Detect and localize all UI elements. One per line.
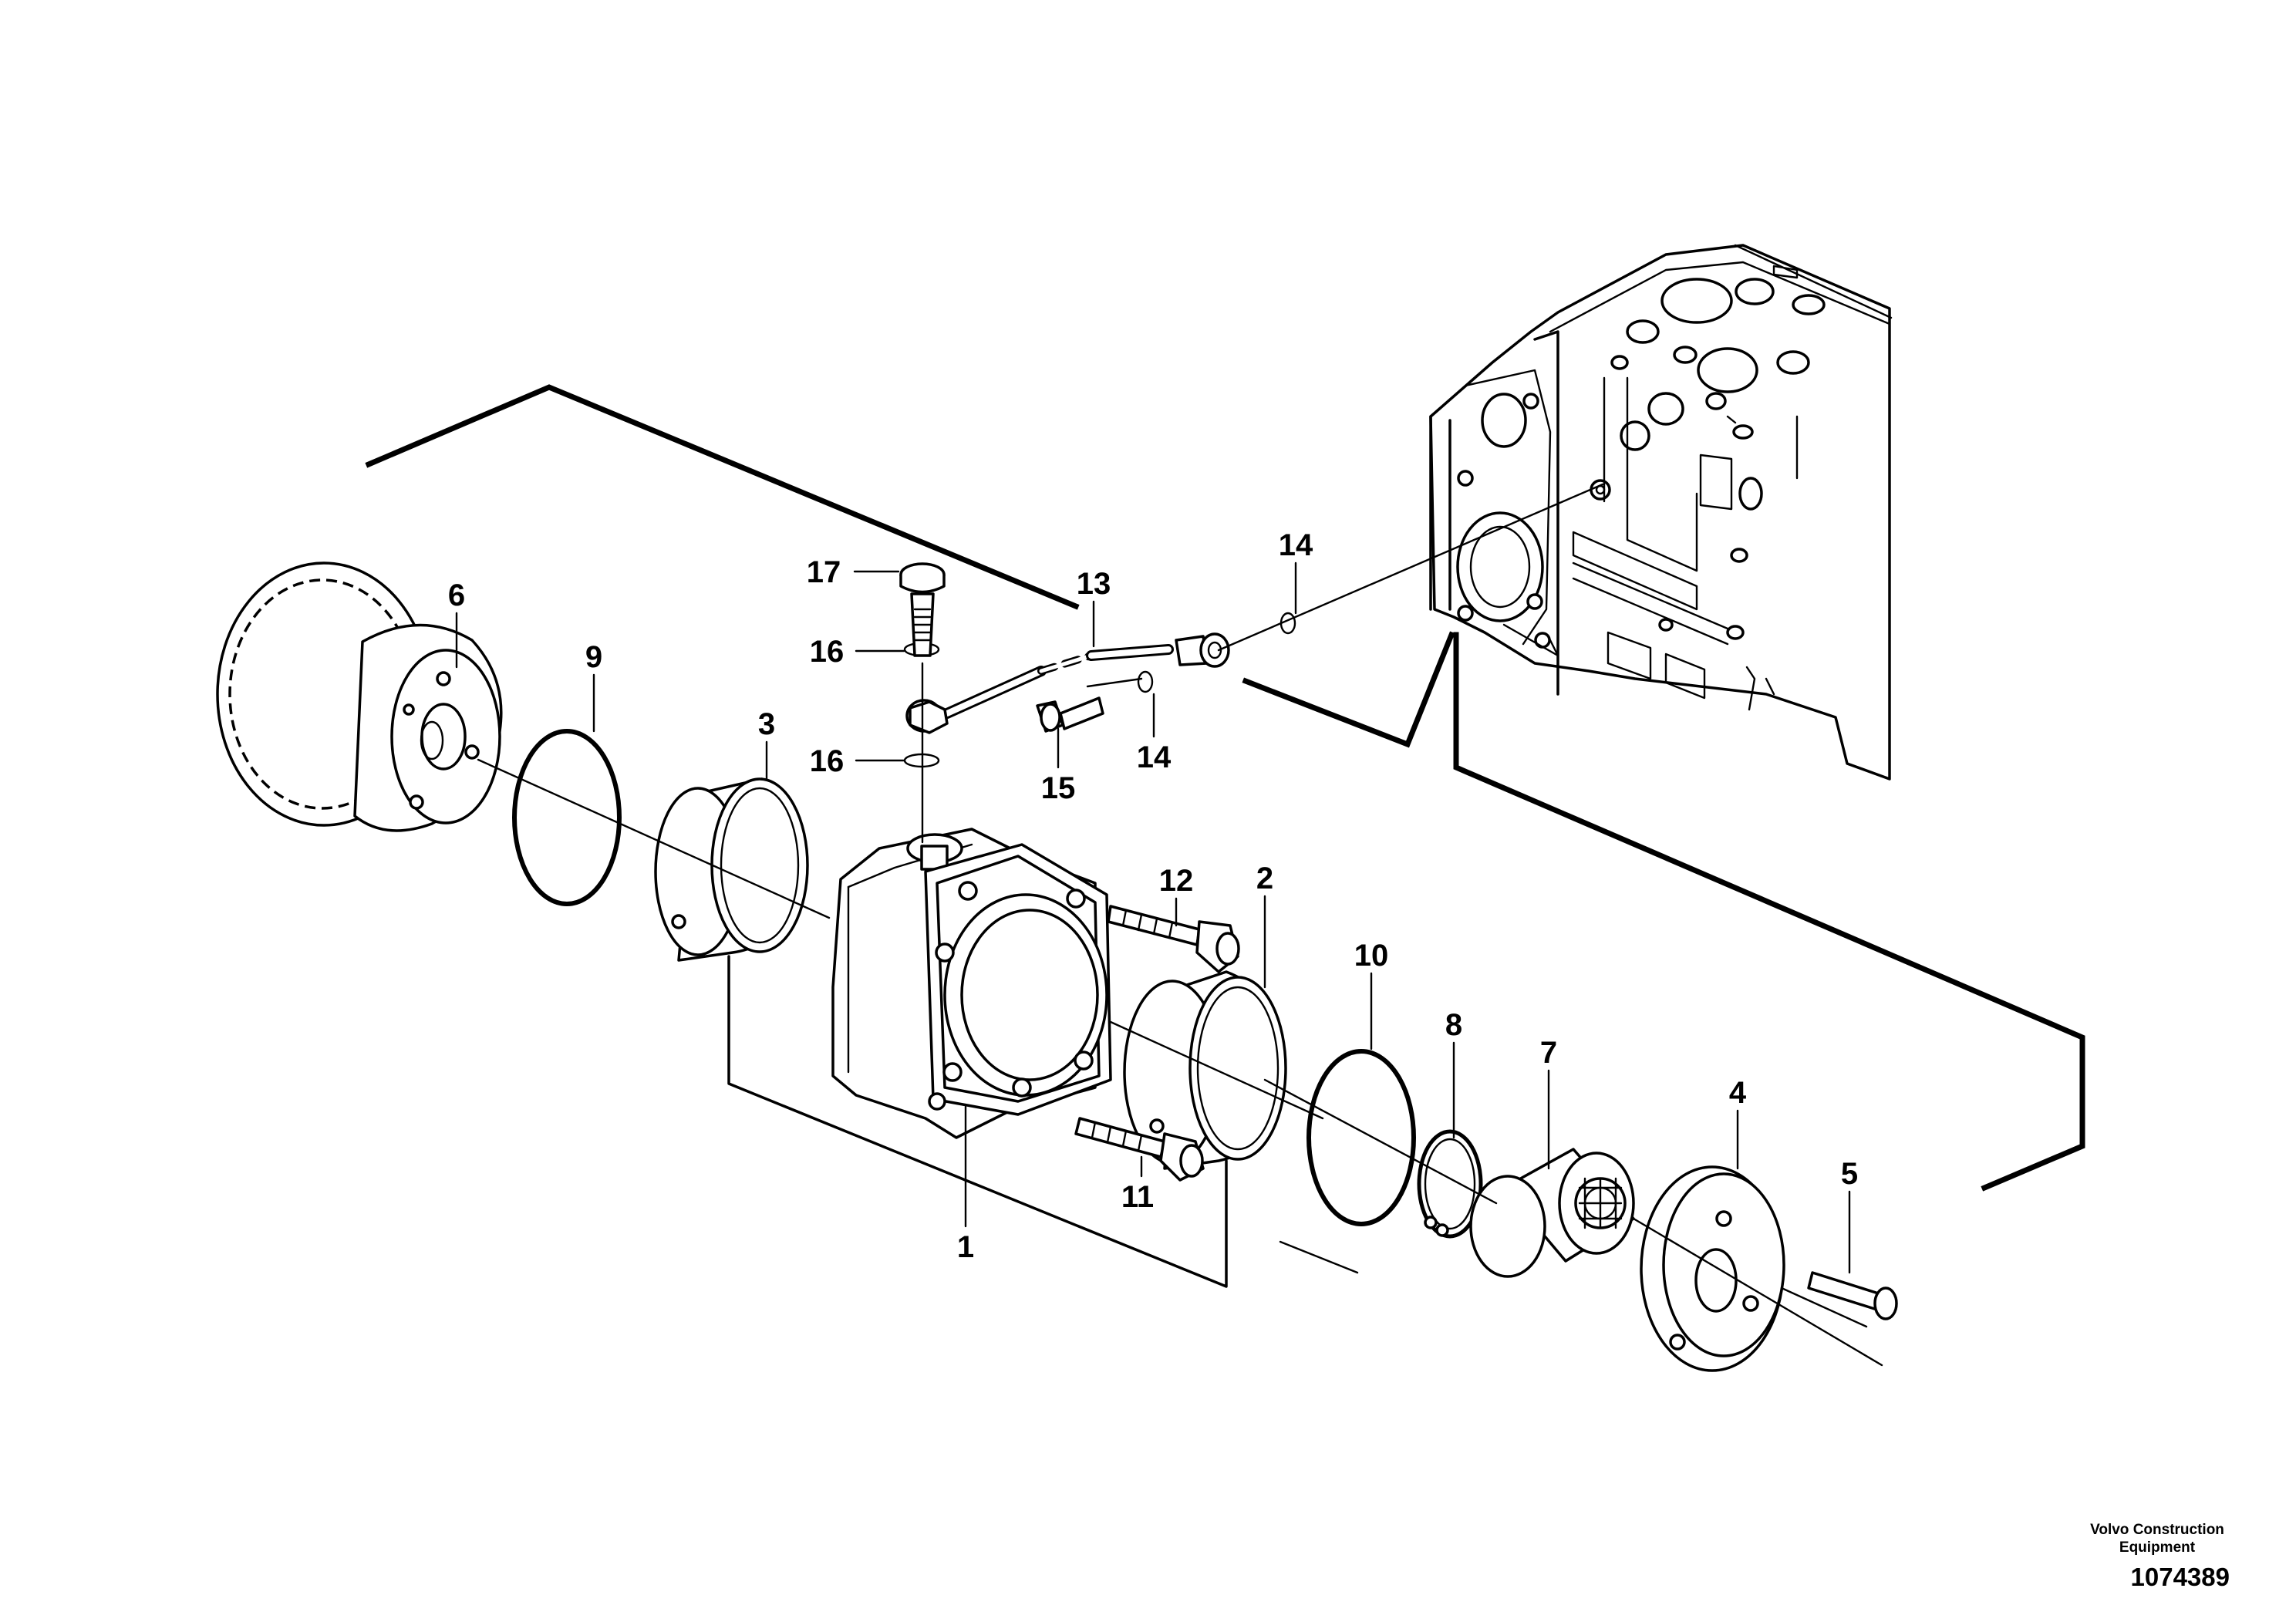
callout-14-lower: 14 [1137,740,1172,774]
bushing [654,777,809,962]
engine-block [1429,244,1893,781]
callout-10: 10 [1354,939,1389,973]
flange-bolt-lower [1074,1117,1205,1182]
callout-labels: 1 2 3 4 5 6 7 8 9 10 11 12 13 14 14 15 1… [448,528,1858,1264]
callout-8: 8 [1445,1008,1462,1042]
callout-6: 6 [448,578,465,612]
callout-14-upper: 14 [1279,528,1313,562]
pump-housing [831,828,1112,1139]
flange [1640,1165,1785,1372]
bushing-2 [1123,970,1287,1170]
callout-16-upper: 16 [810,635,845,669]
callout-5: 5 [1841,1157,1858,1191]
publisher-credit: Volvo Construction Equipment [2090,1522,2224,1556]
callout-16-lower: 16 [810,744,845,778]
callout-11: 11 [1121,1180,1154,1214]
callout-4: 4 [1729,1076,1747,1110]
o-ring-2 [1306,1049,1416,1226]
callout-2: 2 [1256,862,1273,895]
circlip [1417,1129,1483,1239]
callout-15: 15 [1041,771,1076,805]
callout-7: 7 [1540,1036,1557,1070]
callout-12: 12 [1159,864,1194,898]
grouping-bracket [727,955,1228,1288]
figure-id: 1074389 [2130,1563,2230,1591]
callout-17: 17 [807,555,841,589]
assembly-bracket-lines [365,384,2085,1192]
callout-9: 9 [585,640,602,674]
callout-1: 1 [957,1230,974,1264]
coupling [1469,1148,1635,1278]
leader-lines [455,561,1851,1274]
callout-13: 13 [1077,567,1111,601]
gear [216,561,503,832]
flange-bolt-upper [1107,905,1240,973]
o-ring [512,729,622,906]
axis-lines [477,483,1883,1367]
callout-3: 3 [758,707,775,741]
socket-screw [1807,1271,1898,1320]
